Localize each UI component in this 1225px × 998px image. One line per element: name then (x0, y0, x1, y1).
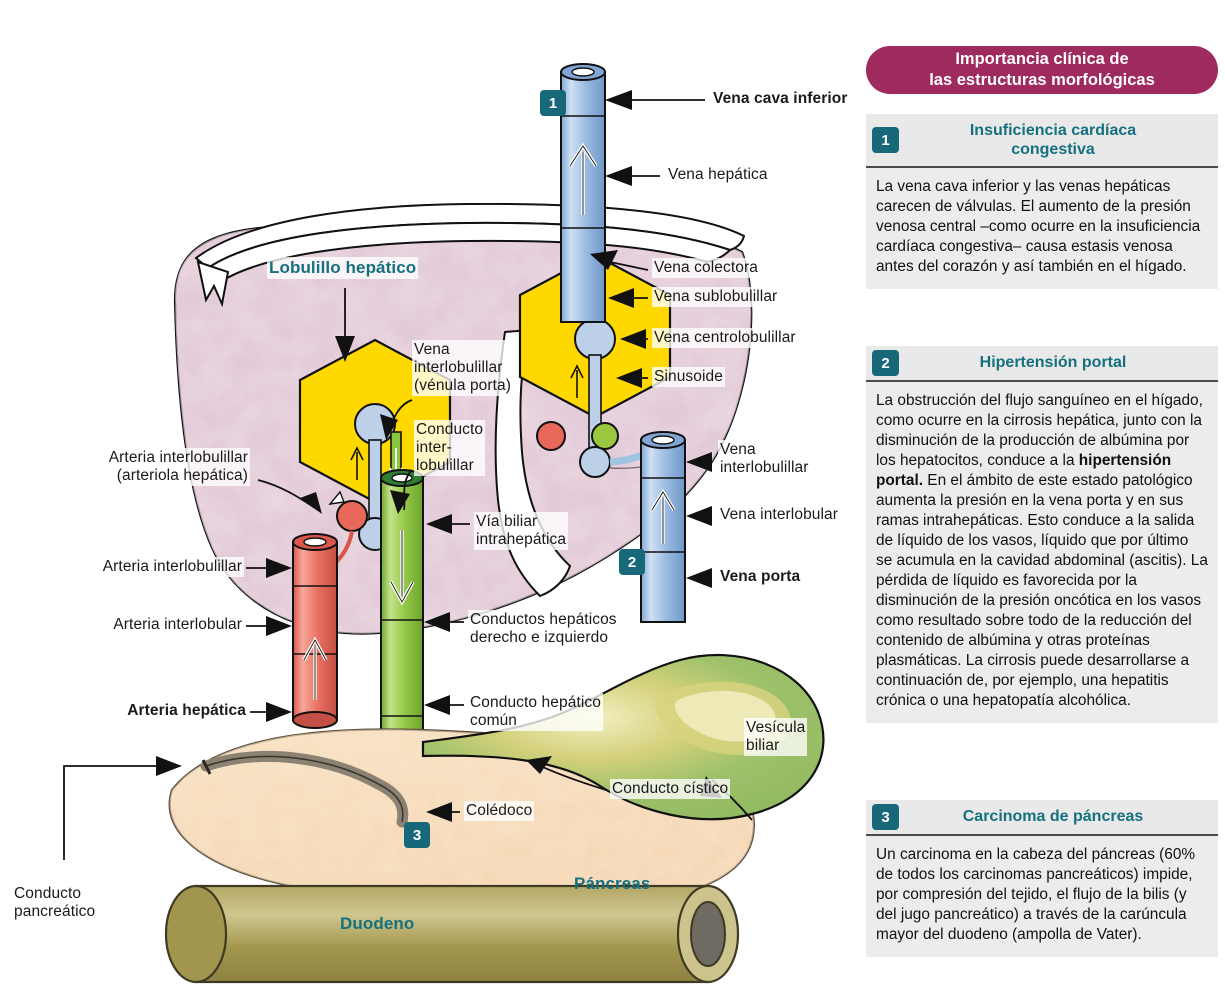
label-arteria-hepatica: Arteria hepática (0, 701, 248, 721)
vena-cava-tube (560, 63, 606, 323)
anatomy-diagram: Vena cava inferior Vena hepática Vena co… (0, 63, 850, 984)
panel-2-head: 2 Hipertensión portal (866, 346, 1218, 380)
panel-3-title: Carcinoma de páncreas (962, 808, 1144, 826)
label-vena-centrolobulillar: Vena centrolobulillar (652, 328, 798, 348)
panel-3-badge[interactable]: 3 (872, 804, 899, 830)
label-arteria-interlobulillar: Arteria interlobulillar (0, 557, 244, 577)
label-via-biliar-intrahepatica: Vía biliar intrahepática (474, 512, 569, 550)
label-conductos-hepaticos: Conductos hepáticos derecho e izquierdo (468, 610, 619, 648)
panel-3: 3 Carcinoma de páncreas Un carcinoma en … (866, 800, 1218, 958)
panel-2-rule (866, 380, 1218, 382)
diagram-badge-3[interactable]: 3 (404, 822, 430, 848)
duodenum-cylinder (164, 884, 740, 984)
hepatic-artery-tube (292, 533, 338, 729)
label-pancreas: Páncreas (574, 874, 651, 893)
panel-2-badge[interactable]: 2 (872, 350, 899, 376)
label-vena-cava-inferior: Vena cava inferior (711, 89, 850, 109)
panel-1-badge[interactable]: 1 (872, 127, 899, 153)
label-arteria-interlobular: Arteria interlobular (0, 615, 244, 635)
label-conducto-cistico: Conducto cístico (610, 779, 731, 799)
sidebar-header: Importancia clínica de las estructuras m… (866, 46, 1218, 94)
panel-1-body: La vena cava inferior y las venas hepáti… (866, 168, 1218, 290)
panel-2: 2 Hipertensión portal La obstrucción del… (866, 346, 1218, 724)
label-vena-colectora: Vena colectora (652, 258, 760, 278)
panel-1-rule (866, 166, 1218, 168)
label-vena-interlobular: Vena interlobular (718, 505, 841, 525)
panel-2-body: La obstrucción del flujo sanguíneo en el… (866, 382, 1218, 724)
sidebar-header-line2: las estructuras morfológicas (929, 71, 1155, 89)
panel-1-body-text: La vena cava inferior y las venas hepáti… (876, 178, 1201, 276)
clinical-sidebar: Importancia clínica de las estructuras m… (866, 0, 1218, 998)
panel-1-title-line2: congestiva (1011, 141, 1095, 158)
panel-1-title: Insuficiencia cardíaca congestiva (866, 121, 1218, 159)
label-conducto-pancreatico: Conducto pancreático (12, 884, 98, 922)
panel-2-body-bold: hipertensión portal. (876, 452, 1172, 490)
label-vena-hepatica: Vena hepática (666, 165, 770, 185)
panel-1: 1 Insuficiencia cardíaca congestiva La v… (866, 114, 1218, 290)
label-coledoco: Colédoco (464, 801, 535, 821)
label-sinusoide: Sinusoide (652, 367, 725, 387)
panel-3-rule (866, 834, 1218, 836)
label-vena-interlobulillar-venula: Vena interlobulillar (vénula porta) (412, 340, 514, 396)
panel-1-title-line1: Insuficiencia cardíaca (969, 121, 1137, 139)
label-vena-sublobulillar: Vena sublobulillar (652, 287, 780, 307)
panel-3-body: Un carcinoma en la cabeza del páncreas (… (866, 836, 1218, 958)
diagram-badge-2[interactable]: 2 (619, 549, 645, 575)
diagram-badge-1[interactable]: 1 (540, 90, 566, 116)
portal-vein-tube (640, 431, 686, 623)
panel-3-head: 3 Carcinoma de páncreas (866, 800, 1218, 834)
panel-3-body-text: Un carcinoma en la cabeza del páncreas (… (876, 846, 1196, 944)
sidebar-header-line1: Importancia clínica de (955, 50, 1129, 69)
panel-2-body-pre: La obstrucción del flujo sanguíneo en el… (876, 392, 1203, 470)
label-conducto-interlobulillar: Conducto inter- lobulillar (414, 420, 486, 476)
label-lobulillo-hepatico: Lobulillo hepático (267, 257, 419, 279)
label-conducto-hepatico-comun: Conducto hepático común (468, 693, 603, 731)
panel-1-head: 1 Insuficiencia cardíaca congestiva (866, 114, 1218, 166)
label-arteria-interlobulillar-arteriola: Arteria interlobulillar (arteriola hepát… (0, 448, 250, 486)
label-vena-interlobulillar: Vena interlobulillar (718, 440, 811, 478)
label-vesicula-biliar: Vesícula biliar (744, 718, 808, 756)
panel-2-title: Hipertensión portal (979, 354, 1127, 372)
panel-2-body-post: En el ámbito de este estado patológico a… (876, 472, 1208, 710)
label-duodeno: Duodeno (340, 914, 415, 933)
label-vena-porta: Vena porta (718, 567, 803, 587)
